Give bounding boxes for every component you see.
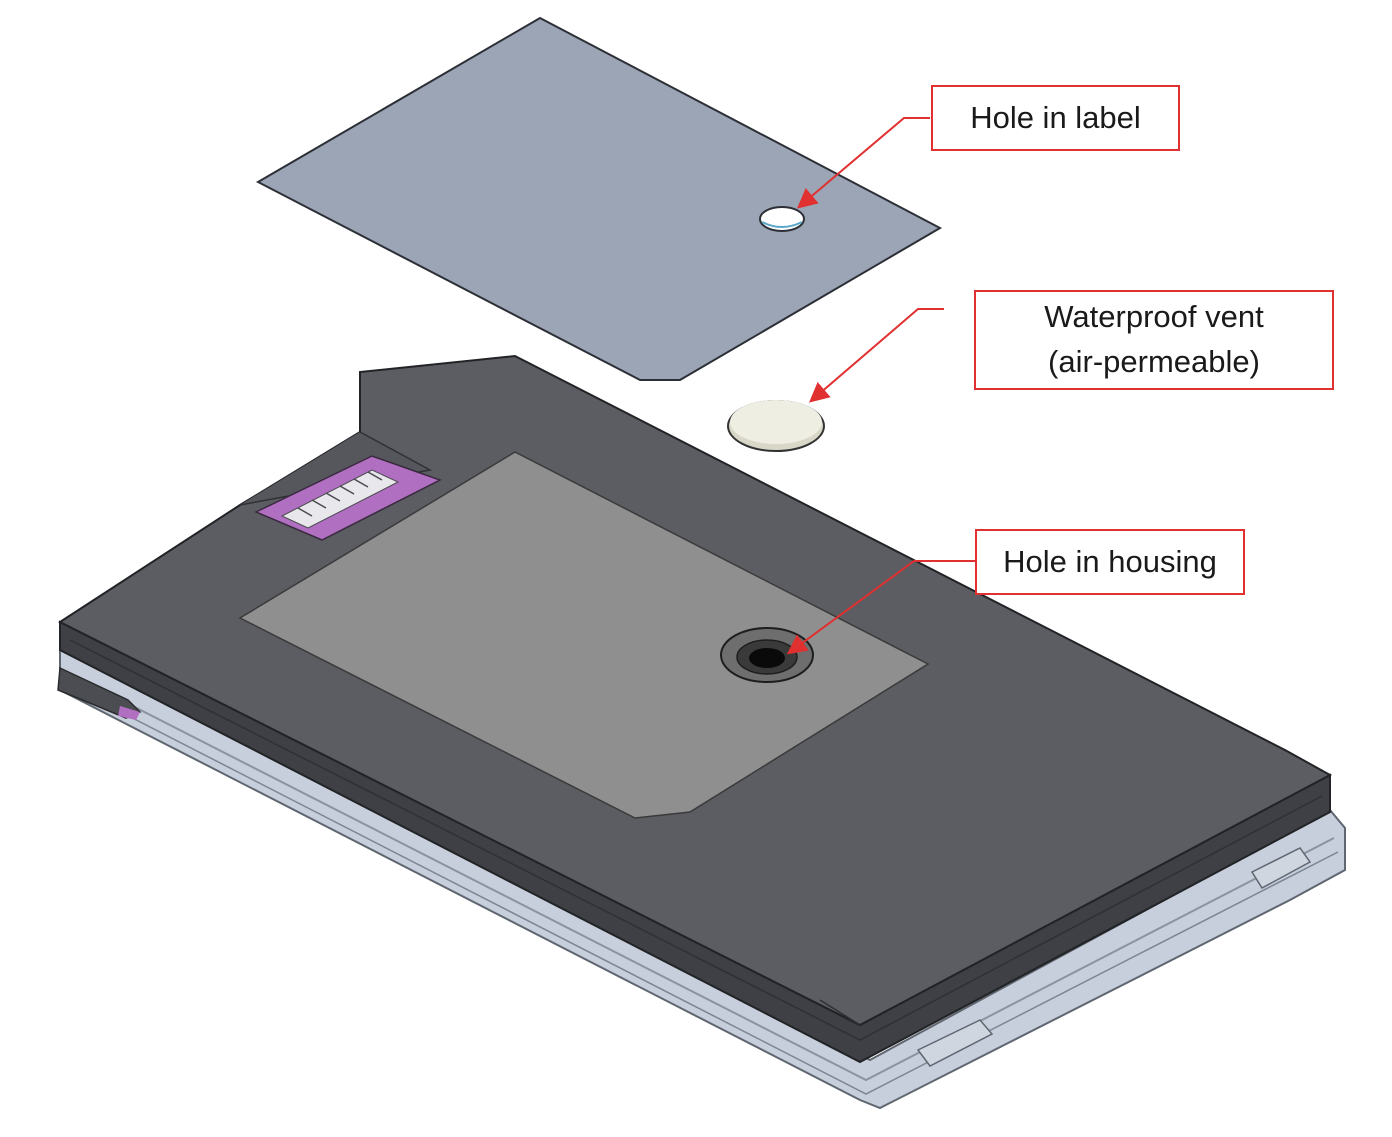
right-clip bbox=[1250, 847, 1312, 889]
callout-leaders bbox=[786, 117, 975, 655]
connector-port bbox=[254, 455, 442, 541]
housing-hole-leader bbox=[786, 560, 975, 655]
callout-vent-line-2: (air-permeable) bbox=[1048, 344, 1260, 379]
housing-vent-hole bbox=[720, 627, 814, 683]
label-recess bbox=[238, 451, 930, 819]
vent-leader bbox=[808, 308, 944, 403]
waterproof-vent-disc bbox=[727, 400, 825, 452]
callout-vent-line-1: Waterproof vent bbox=[1044, 299, 1264, 335]
label-hole-leader bbox=[796, 117, 930, 209]
callout-hole-in-label: Hole in label bbox=[931, 85, 1180, 151]
label-sheet bbox=[255, 16, 943, 381]
callout-hole-in-housing: Hole in housing bbox=[975, 529, 1245, 595]
callout-label-line-1: Hole in label bbox=[970, 99, 1141, 135]
callout-waterproof-vent: Waterproof vent (air-permeable) bbox=[974, 290, 1334, 390]
callout-housing-line-1: Hole in housing bbox=[1003, 543, 1217, 579]
bottom-clip bbox=[916, 1019, 994, 1067]
